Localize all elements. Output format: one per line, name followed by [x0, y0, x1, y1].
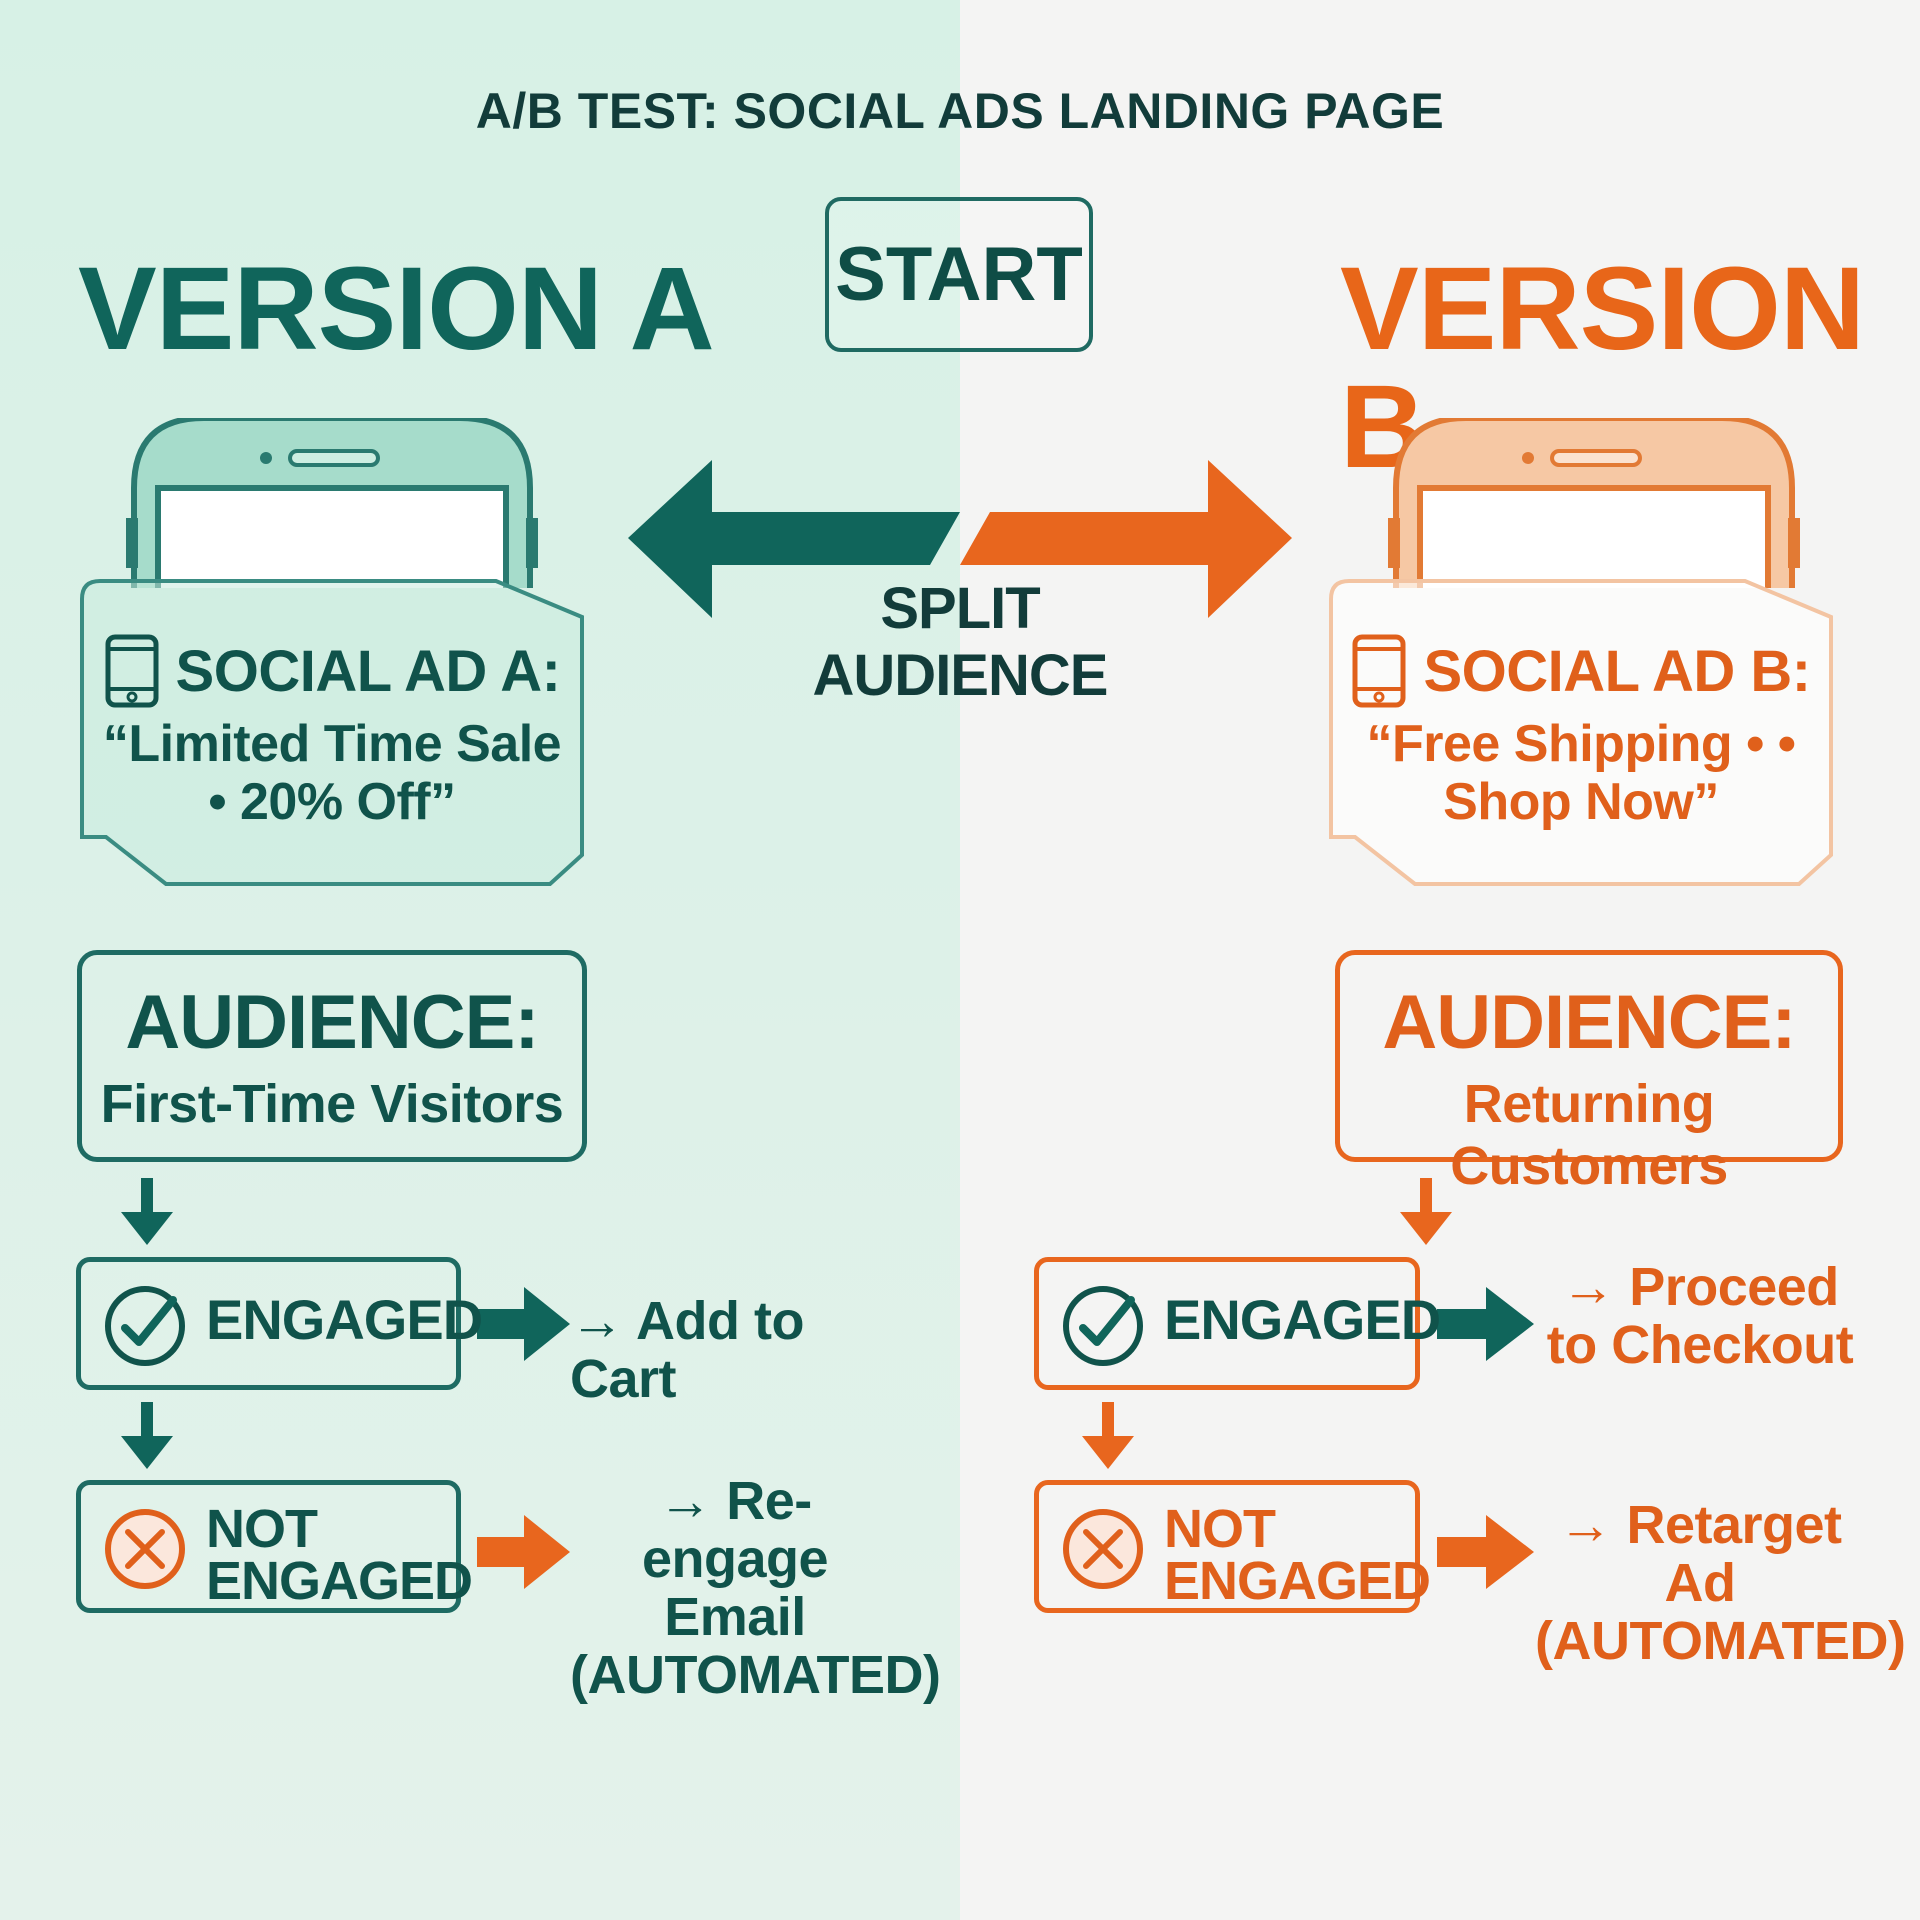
audience-b-box: AUDIENCE: Returning Customers [1335, 950, 1843, 1196]
smartphone-icon [1352, 634, 1406, 708]
audience-b-value: Returning Customers [1450, 1074, 1728, 1196]
not-engaged-a-box: NOT ENGAGED [76, 1480, 473, 1613]
arrow-down-b1 [1400, 1178, 1452, 1245]
split-arrow-right [960, 460, 1292, 618]
smartphone-b-illustration [1388, 418, 1800, 588]
x-circle-icon [105, 1509, 185, 1589]
version-a-panel [0, 0, 960, 1920]
engaged-b-box: ENGAGED [1034, 1257, 1441, 1390]
arrow-right-a-not [477, 1515, 570, 1589]
version-b-heading: VERSION B [1340, 243, 1865, 493]
not-engaged-b-box: NOT ENGAGED [1034, 1480, 1431, 1613]
smartphone-a-illustration [126, 418, 538, 588]
audience-a-box: AUDIENCE: First-Time Visitors [77, 950, 587, 1162]
audience-a-value: First-Time Visitors [100, 1074, 564, 1134]
social-ad-a-card: SOCIAL AD A: “Limited Time Sale • 20% Of… [76, 575, 588, 890]
x-circle-icon [1063, 1509, 1143, 1589]
split-audience-label: SPLIT AUDIENCE [812, 576, 1109, 708]
arrow-down-a2 [121, 1402, 173, 1469]
version-b-panel [960, 0, 1920, 1920]
page-title: A/B TEST: SOCIAL ADS LANDING PAGE [475, 83, 1445, 139]
arrow-down-b2 [1082, 1402, 1134, 1469]
engaged-a-label: ENGAGED [206, 1288, 483, 1351]
outcome-a-engaged: → Add to Cart [570, 1291, 804, 1409]
outcome-b-engaged: → Proceed to Checkout [1546, 1257, 1854, 1375]
arrow-right-b-engaged [1437, 1287, 1534, 1361]
version-a-heading: VERSION A [78, 243, 715, 375]
arrow-down-a1 [121, 1178, 173, 1245]
social-ad-b-quote: “Free Shipping • • Shop Now” [1366, 715, 1797, 831]
audience-a-heading: AUDIENCE: [125, 980, 539, 1065]
social-ad-a-title: SOCIAL AD A: [175, 638, 561, 704]
arrow-right-a-engaged [477, 1287, 570, 1361]
audience-b-heading: AUDIENCE: [1382, 980, 1796, 1065]
check-circle-icon [105, 1286, 185, 1366]
social-ad-a-quote: “Limited Time Sale • 20% Off” [102, 715, 562, 831]
outcome-a-not-engaged: → Re-engage Email (AUTOMATED) [570, 1471, 941, 1705]
outcome-b-not-engaged: → Retarget Ad (AUTOMATED) [1535, 1495, 1906, 1671]
split-arrow-left [628, 460, 960, 618]
not-engaged-b-label: NOT ENGAGED [1164, 1499, 1431, 1611]
smartphone-icon [105, 634, 159, 708]
engaged-a-box: ENGAGED [76, 1257, 483, 1390]
start-node: START [825, 197, 1093, 352]
social-ad-b-title: SOCIAL AD B: [1423, 638, 1811, 704]
social-ad-b-card: SOCIAL AD B: “Free Shipping • • Shop Now… [1325, 575, 1837, 890]
check-circle-icon [1063, 1286, 1143, 1366]
arrow-right-b-not [1437, 1515, 1534, 1589]
not-engaged-a-label: NOT ENGAGED [206, 1499, 473, 1611]
engaged-b-label: ENGAGED [1164, 1288, 1441, 1351]
